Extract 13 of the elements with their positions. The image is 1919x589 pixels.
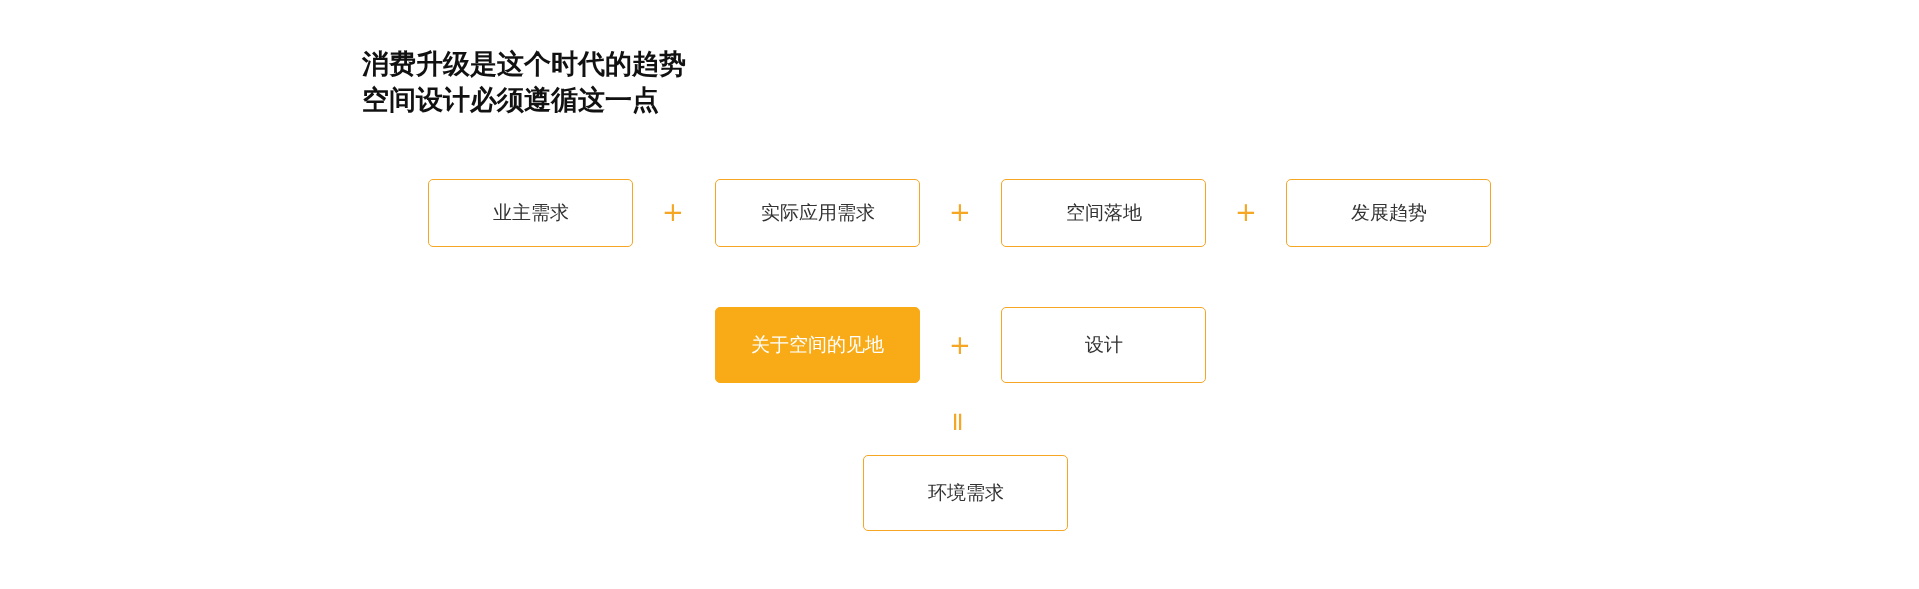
plus-sign: +: [949, 197, 971, 227]
equals-sign: =: [943, 411, 973, 433]
plus-sign: +: [662, 197, 684, 227]
concept-box: 业主需求: [428, 179, 633, 247]
highlight-box: 关于空间的见地: [715, 307, 920, 383]
concept-box: 设计: [1001, 307, 1206, 383]
concept-box: 空间落地: [1001, 179, 1206, 247]
plus-sign: +: [949, 330, 971, 360]
concept-box: 发展趋势: [1286, 179, 1491, 247]
concept-box: 实际应用需求: [715, 179, 920, 247]
concept-box: 环境需求: [863, 455, 1068, 531]
plus-sign: +: [1235, 197, 1257, 227]
heading: 消费升级是这个时代的趋势空间设计必须遵循这一点: [362, 47, 687, 117]
